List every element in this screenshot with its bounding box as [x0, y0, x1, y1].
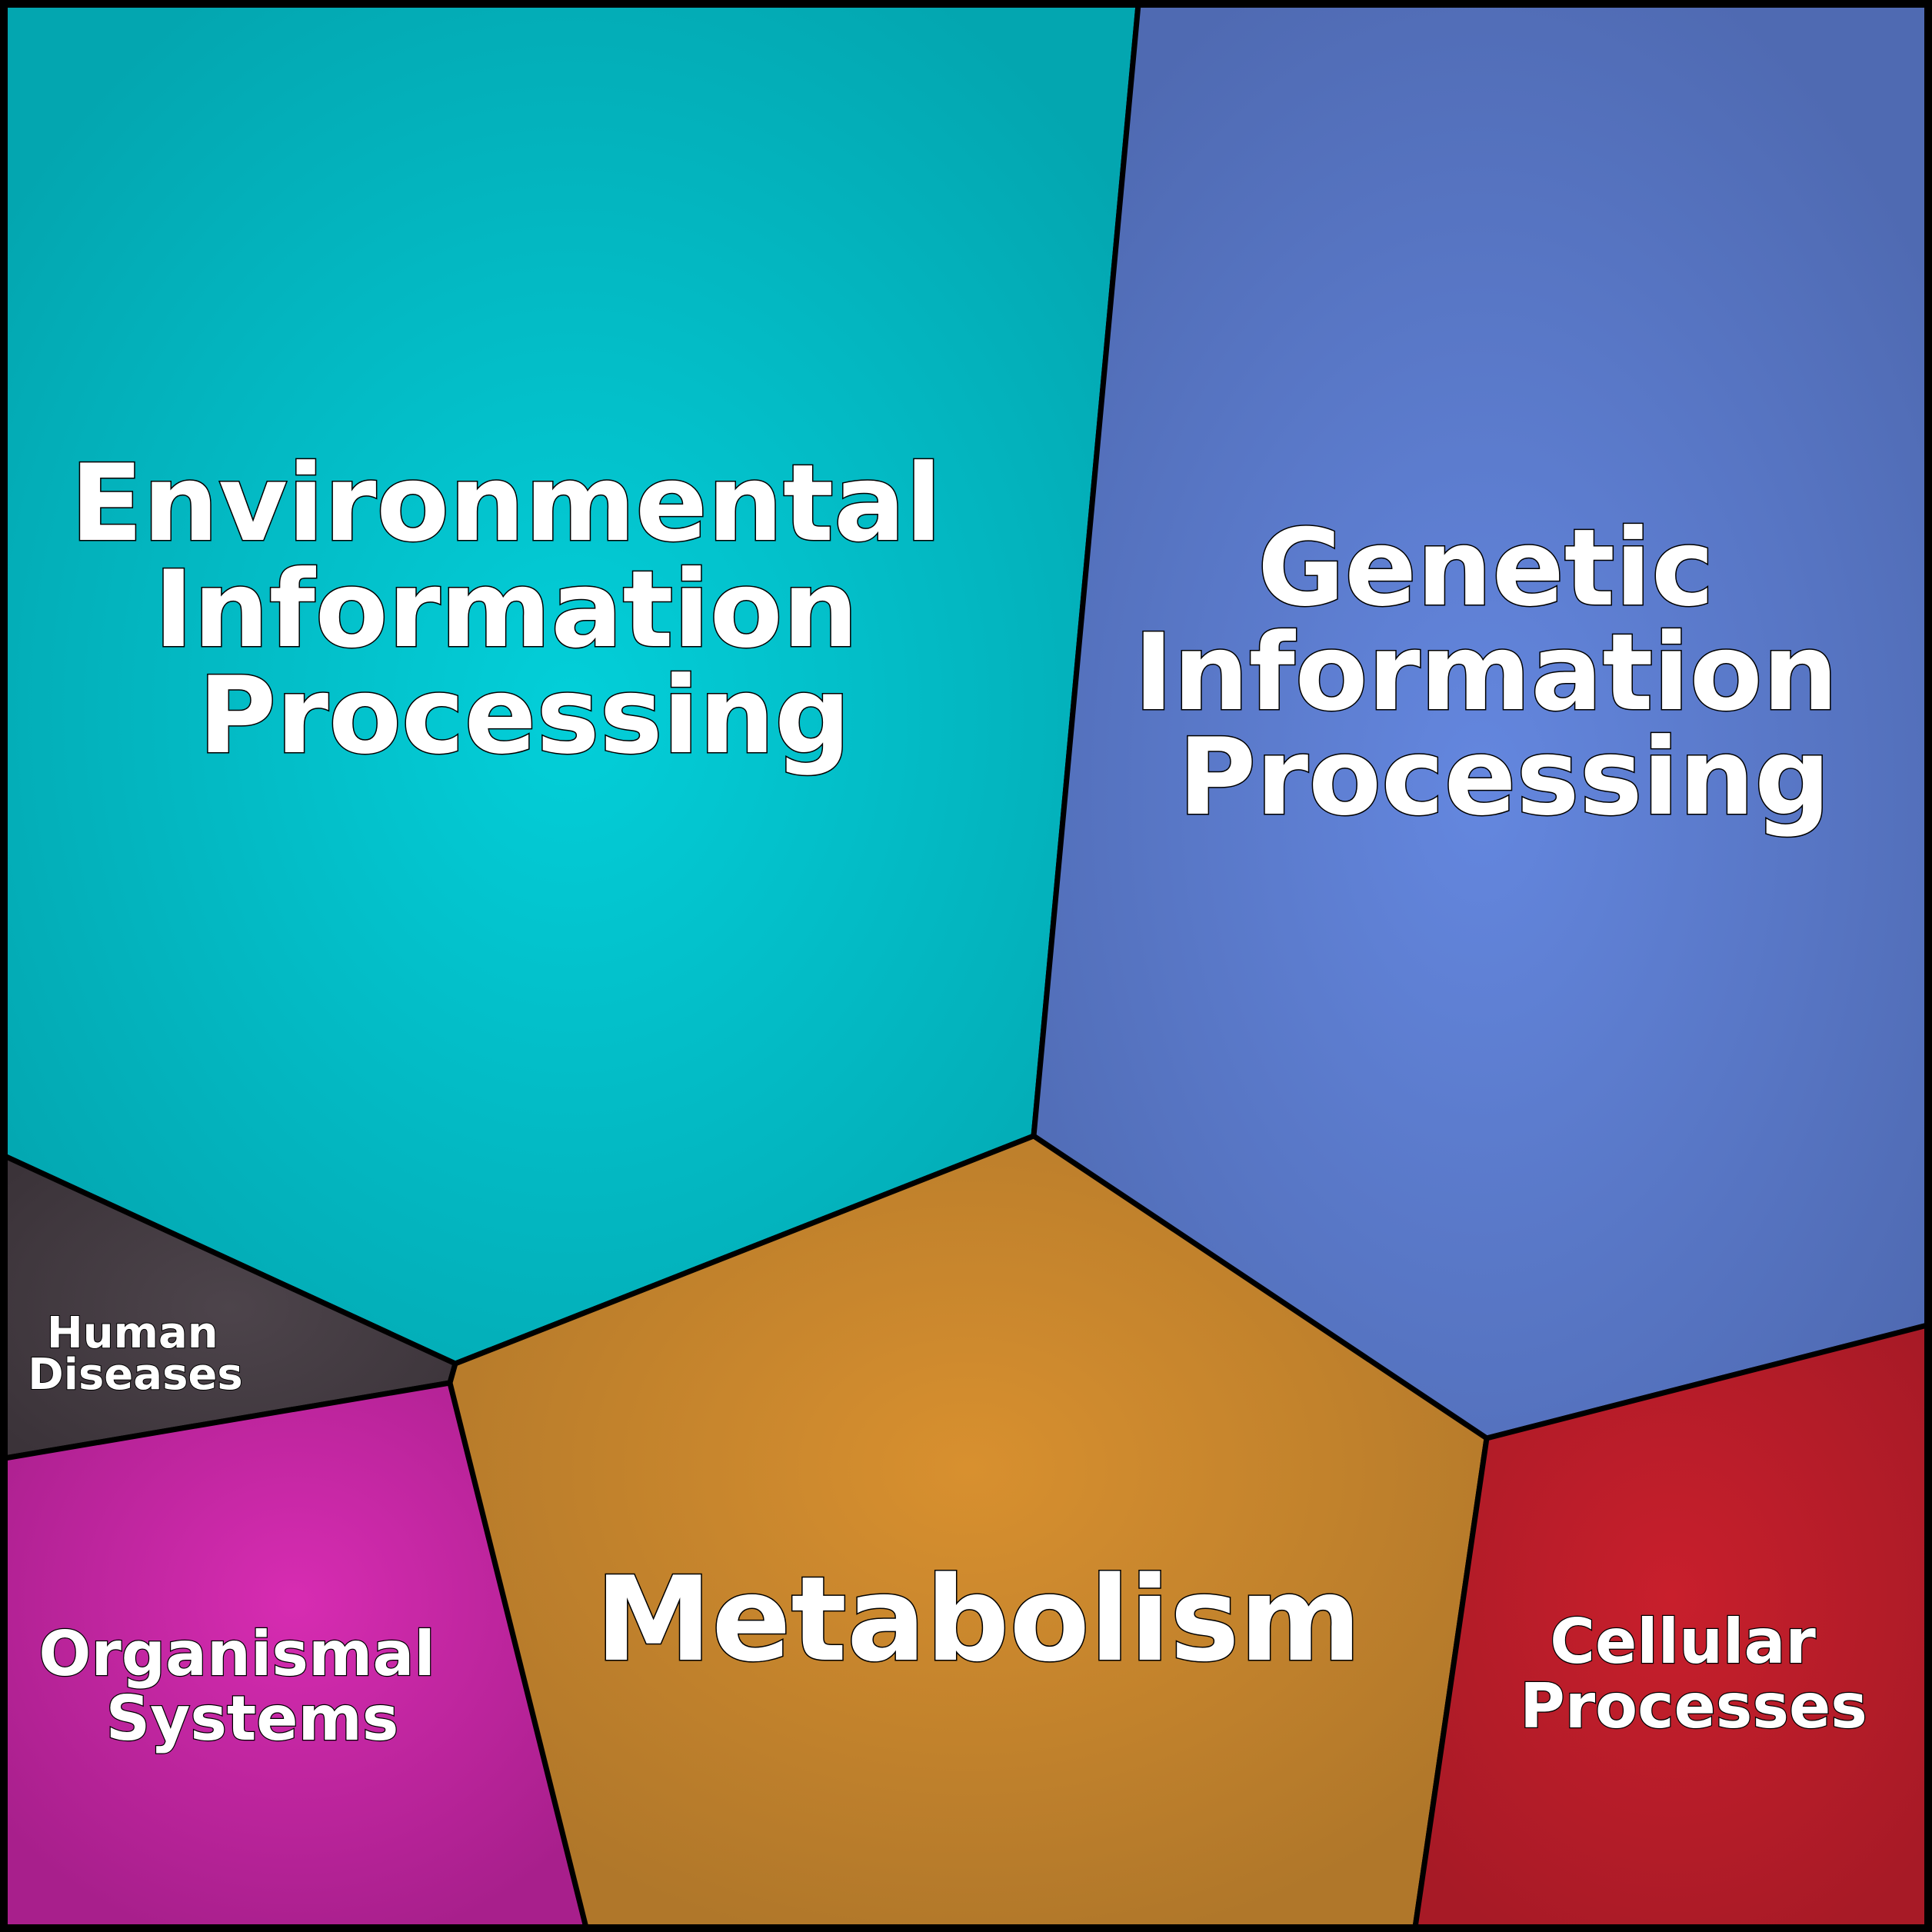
label-genetic-information-processing: Genetic Information Processing — [1134, 506, 1875, 839]
label-line: Processes — [1520, 1671, 1867, 1742]
label-line: Environmental — [71, 441, 942, 565]
label-cellular-processes: Cellular Processes — [1520, 1606, 1867, 1742]
label-line: Information — [1134, 611, 1838, 734]
label-line: Genetic — [1257, 506, 1714, 630]
label-line: Processing — [1178, 715, 1830, 839]
label-line: Processing — [198, 654, 851, 778]
label-line: Information — [154, 548, 858, 671]
label-line: Diseases — [28, 1350, 242, 1400]
label-metabolism: Metabolism — [595, 1551, 1361, 1687]
label-human-diseases: Human Diseases — [28, 1308, 242, 1400]
label-environmental-information-processing: Environmental Information Processing — [71, 441, 979, 778]
label-line: Metabolism — [595, 1551, 1361, 1687]
label-line: Systems — [106, 1683, 399, 1754]
label-line: Cellular — [1550, 1606, 1816, 1677]
label-line: Organismal — [38, 1618, 435, 1690]
label-line: Human — [47, 1308, 218, 1358]
label-organismal-systems: Organismal Systems — [38, 1618, 456, 1754]
